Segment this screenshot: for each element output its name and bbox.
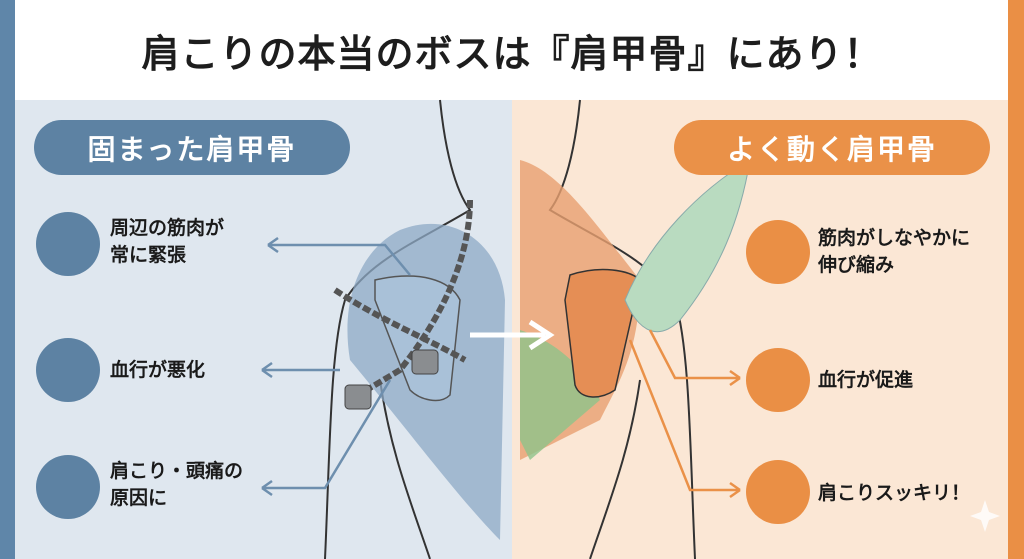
left-item-2-line1: 血行が悪化 — [110, 359, 206, 381]
page-title: 肩こりの本当のボスは『肩甲骨』にあり！ — [141, 31, 883, 76]
person-shoulder-pain-icon — [36, 455, 100, 519]
mobile-scapula-heading: よく動く肩甲骨 — [674, 120, 990, 175]
right-pointer-arrows — [628, 329, 741, 499]
left-item-2: 血行が悪化 — [110, 357, 205, 384]
constricted-blood-vessel-icon — [36, 338, 100, 402]
green-muscle — [520, 330, 600, 460]
right-item-3-line1: 肩こりスッキリ！ — [818, 482, 971, 504]
flowing-blood-vessel-icon — [746, 348, 810, 412]
wing-icon — [624, 159, 751, 333]
left-item-1-line2: 常に緊張 — [110, 244, 187, 266]
right-item-2-line1: 血行が促進 — [818, 369, 914, 391]
right-accent-strip — [1008, 0, 1024, 559]
flexed-arm-icon — [36, 212, 100, 276]
mobile-scapula — [564, 268, 641, 398]
left-item-1: 周辺の筋肉が常に緊張 — [110, 215, 224, 269]
right-item-1-line1: 筋肉がしなやかに — [818, 227, 971, 249]
left-item-3-line2: 原因に — [110, 487, 168, 509]
transition-arrow-icon — [470, 319, 555, 351]
chain-icon — [333, 199, 473, 403]
left-pointer-arrows — [261, 236, 411, 497]
stretching-muscle-icon — [746, 220, 810, 284]
right-item-3: 肩こりスッキリ！ — [818, 480, 970, 507]
title-band: 肩こりの本当のボスは『肩甲骨』にあり！ — [0, 0, 1024, 100]
happy-person-flexing-icon — [746, 460, 810, 524]
padlock-icon — [344, 384, 372, 410]
left-accent-strip — [0, 0, 15, 559]
right-item-1: 筋肉がしなやかに伸び縮み — [818, 225, 970, 279]
left-item-1-line1: 周辺の筋肉が — [110, 217, 225, 239]
stiff-scapula-heading: 固まった肩甲骨 — [34, 120, 350, 175]
left-item-3: 肩こり・頭痛の原因に — [110, 458, 243, 512]
padlock-icon — [411, 349, 439, 375]
sparkle-icon — [970, 500, 1000, 532]
right-item-2: 血行が促進 — [818, 367, 913, 394]
left-item-3-line1: 肩こり・頭痛の — [110, 460, 244, 482]
right-item-1-line2: 伸び縮み — [818, 254, 895, 276]
